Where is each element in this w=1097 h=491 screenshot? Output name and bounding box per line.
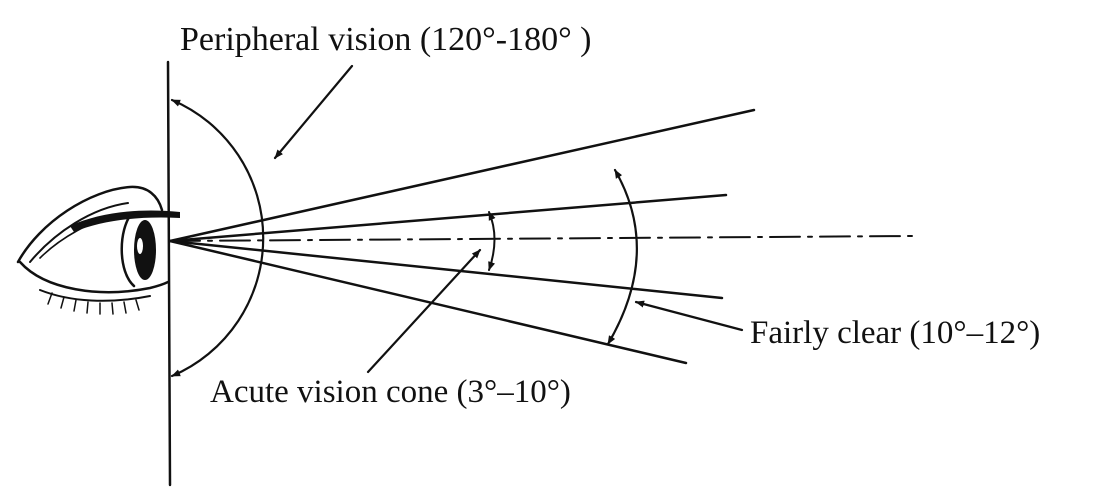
acute-cone-arc <box>488 211 496 271</box>
peripheral-leader <box>273 64 354 160</box>
peripheral-arc <box>170 98 265 378</box>
fairly-clear-label: Fairly clear (10°–12°) <box>750 315 1040 351</box>
peripheral-label: Peripheral vision (120°-180° ) <box>180 21 592 58</box>
acute-leader <box>366 248 482 374</box>
ray-outer-top <box>168 108 756 243</box>
ray-inner-bottom <box>168 239 724 300</box>
ray-outer-bottom <box>168 239 688 365</box>
acute-label: Acute vision cone (3°–10°) <box>210 374 571 410</box>
ray-inner-top <box>168 193 728 243</box>
fairly-clear-leader <box>634 300 744 332</box>
baseline-vertical <box>166 60 172 487</box>
center-line <box>169 235 916 242</box>
eye-icon <box>16 185 180 315</box>
fairly-clear-arc <box>606 168 638 346</box>
